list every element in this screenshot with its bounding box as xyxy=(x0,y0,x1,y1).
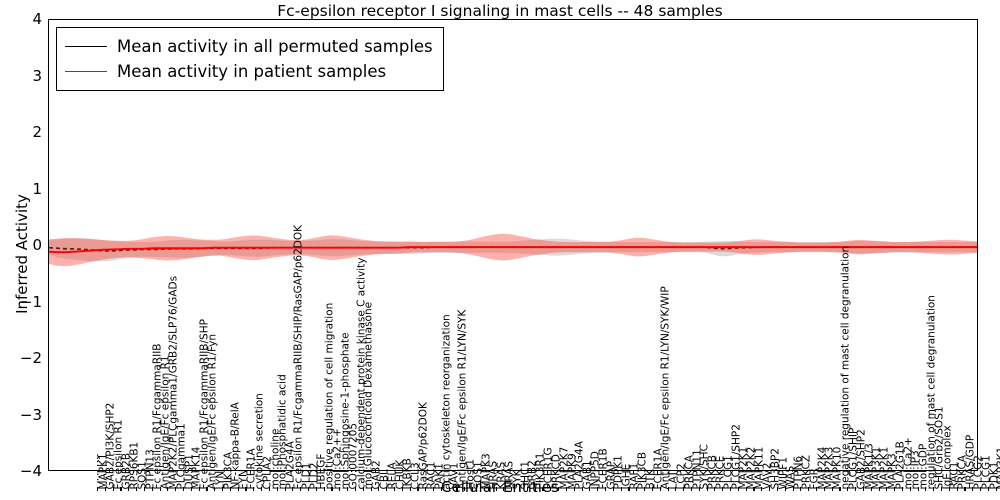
x-axis-label: Cellular Entities xyxy=(441,478,559,496)
y-tick-label: 3 xyxy=(32,66,42,85)
plot-canvas xyxy=(49,20,977,470)
y-tick-label: 4 xyxy=(32,10,42,28)
chart-title: Fc-epsilon receptor I signaling in mast … xyxy=(277,2,723,20)
legend-swatch-patient xyxy=(65,71,107,72)
y-tick-label: 1 xyxy=(32,179,42,198)
y-tick-label: −1 xyxy=(19,292,42,311)
confidence-band-0 xyxy=(49,238,977,262)
legend-item-patient: Mean activity in patient samples xyxy=(65,59,433,84)
legend-label-permuted: Mean activity in all permuted samples xyxy=(117,37,433,56)
y-tick-label: −3 xyxy=(19,405,42,424)
y-tick-label: −2 xyxy=(19,349,42,367)
legend: Mean activity in all permuted samples Me… xyxy=(56,27,444,91)
series-svg xyxy=(49,233,977,267)
y-tick-label: −4 xyxy=(19,462,42,480)
legend-swatch-permuted xyxy=(65,46,107,47)
y-tick-label: 0 xyxy=(32,236,42,254)
confidence-band-1 xyxy=(49,233,977,267)
y-tick-label: 2 xyxy=(32,123,42,141)
legend-item-permuted: Mean activity in all permuted samples xyxy=(65,34,433,59)
legend-label-patient: Mean activity in patient samples xyxy=(117,62,387,81)
mean-line-1 xyxy=(49,246,977,254)
